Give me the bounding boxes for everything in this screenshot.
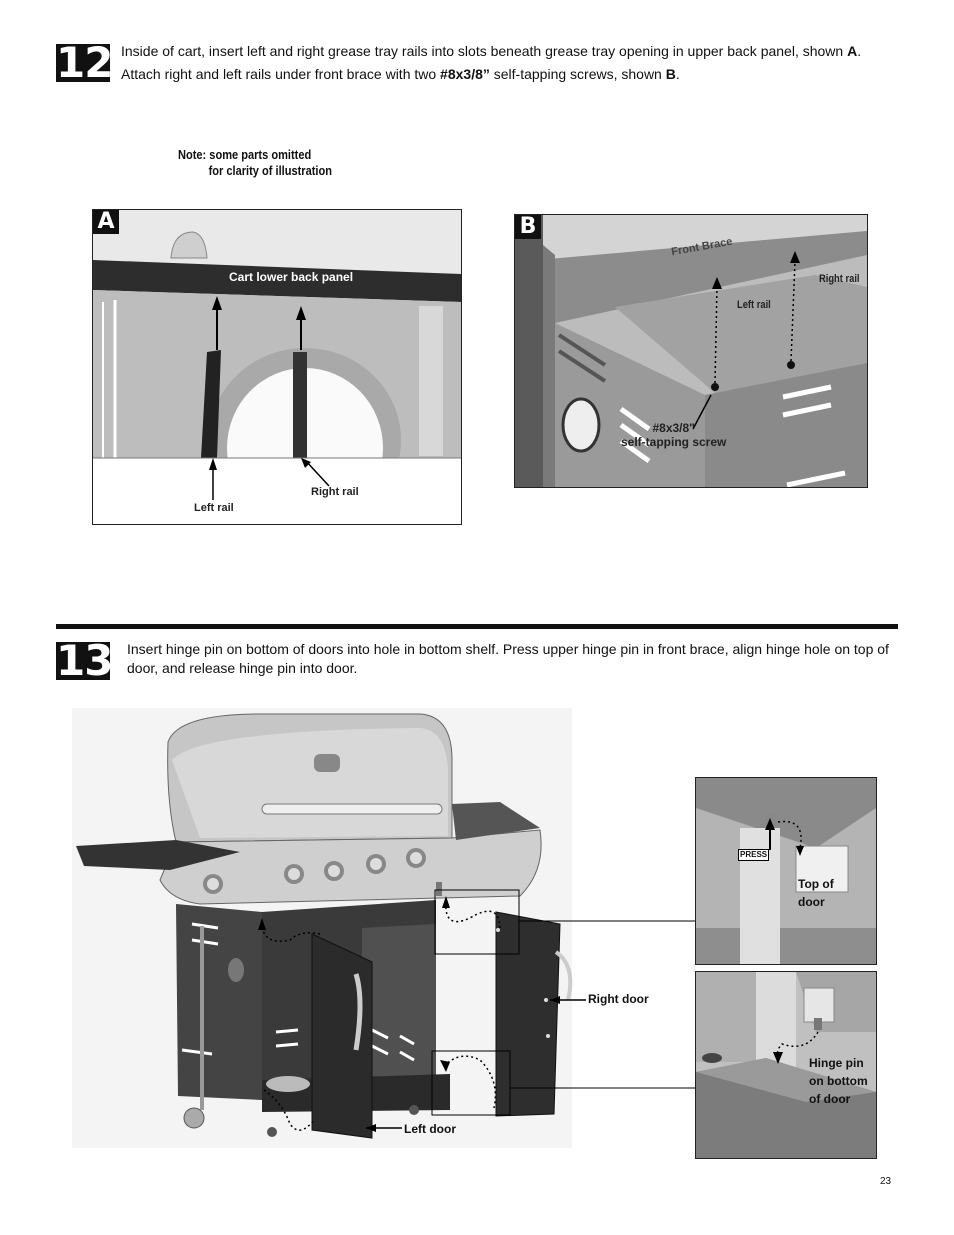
figure-b-left-rail-label: Left rail — [737, 299, 771, 311]
step-12-line-2: Attach right and left rails under front … — [121, 66, 680, 82]
step-13-instructions: Insert hinge pin on bottom of doors into… — [127, 641, 889, 676]
detail-top-hinge-illustration — [696, 778, 876, 964]
figure-a-right-rail-label: Right rail — [311, 486, 359, 498]
page-number: 23 — [880, 1176, 892, 1187]
detail-bottom-hinge-illustration — [696, 972, 876, 1158]
figure-b-tag: B — [515, 215, 541, 239]
step-12-line-1: Inside of cart, insert left and right gr… — [121, 43, 862, 59]
figure-a-illustration — [93, 210, 461, 524]
detail-top-hinge: PRESS Top of door — [695, 777, 877, 965]
screw-label: #8x3/8" self-tapping screw — [621, 421, 727, 449]
step-12-number: 12 — [56, 38, 113, 87]
step-12-instructions: Inside of cart, insert left and right gr… — [121, 40, 901, 86]
figure-a-left-rail-label: Left rail — [194, 502, 234, 514]
figure-b-right-rail-label: Right rail — [819, 273, 860, 285]
cart-lower-back-panel-label: Cart lower back panel — [229, 270, 354, 284]
figure-b-illustration — [515, 215, 867, 487]
hinge-pin-bottom-label: Hinge pin on bottom of door — [809, 1056, 868, 1106]
figure-b: B Front Brace Right rail Left rail #8x3/… — [514, 214, 868, 488]
right-door-label: Right door — [588, 992, 649, 1006]
detail-bottom-hinge: Hinge pin on bottom of door — [695, 971, 877, 1159]
illustration-note: Note: some parts omitted for clarity of … — [178, 147, 333, 178]
top-of-door-label: Top of door — [798, 877, 834, 909]
section-divider — [56, 624, 898, 629]
figure-a-tag: A — [93, 210, 119, 234]
press-label: PRESS — [738, 849, 770, 861]
figure-a: A Cart lower back panel Left rail Right … — [92, 209, 462, 525]
left-door-label: Left door — [404, 1122, 456, 1136]
step-13-number: 13 — [56, 636, 113, 685]
